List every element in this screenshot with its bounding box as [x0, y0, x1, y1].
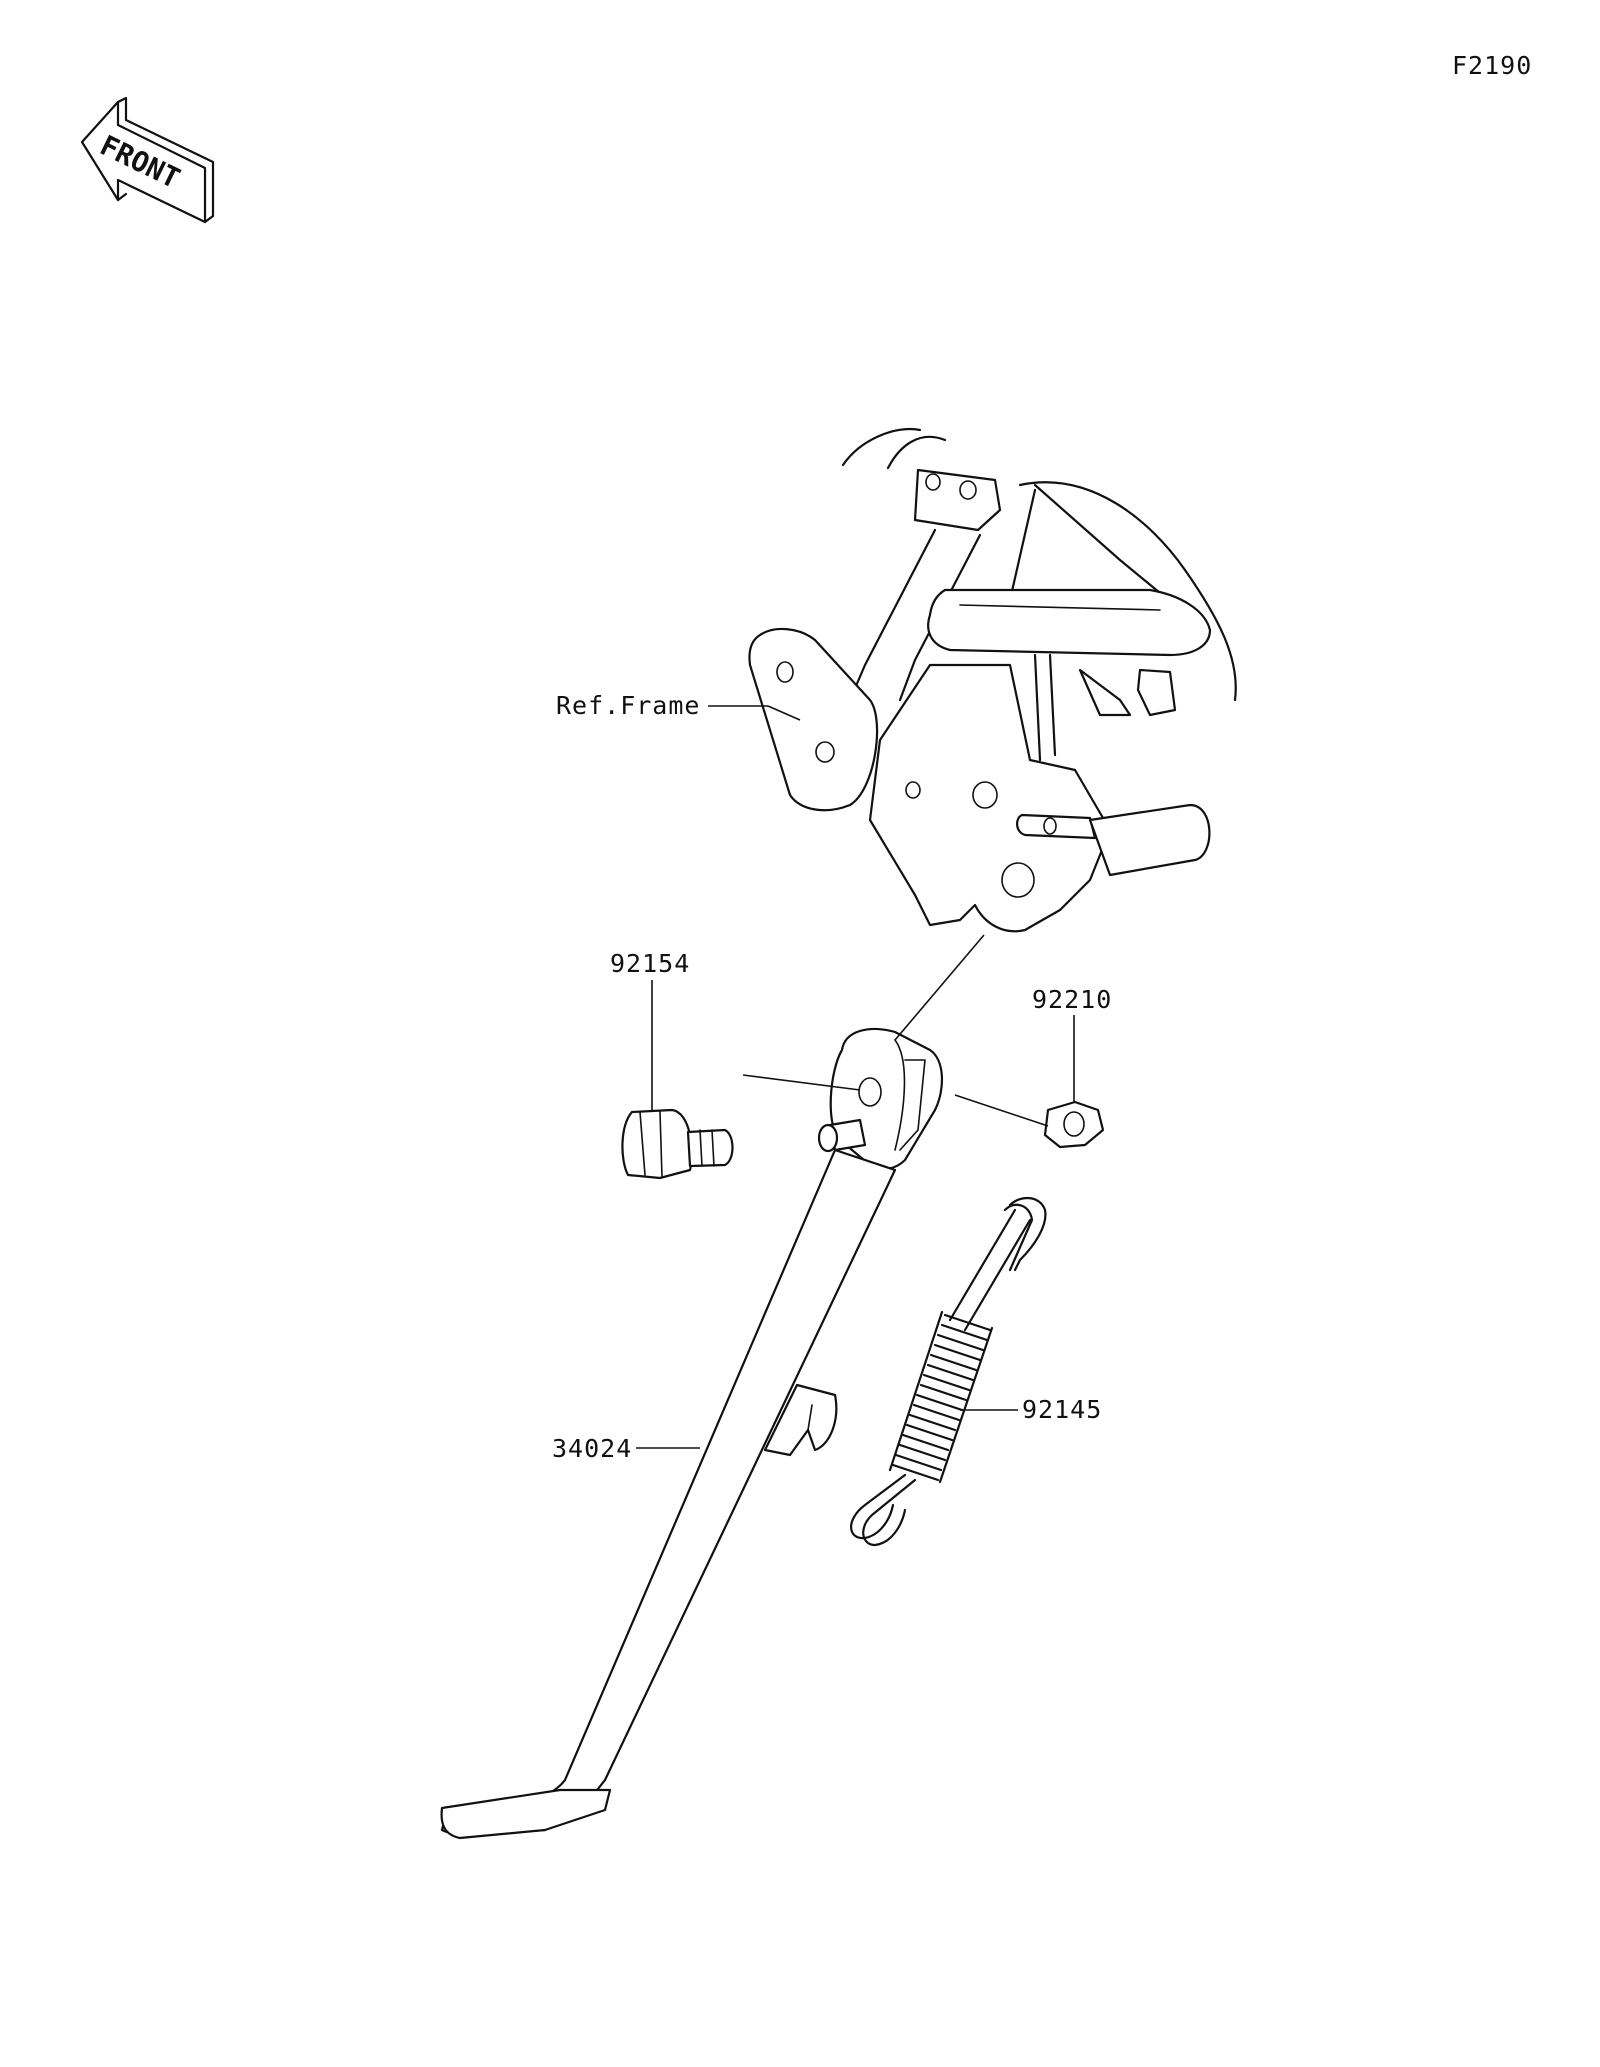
nut-drawing: [1043, 1100, 1105, 1149]
spring-drawing: [850, 1197, 1047, 1547]
part-number-nut: 92210: [1032, 985, 1112, 1014]
part-number-bolt: 92154: [610, 949, 690, 978]
leader-lines: [636, 705, 1075, 1449]
part-number-side-stand: 34024: [552, 1434, 632, 1463]
figure-code: F2190: [1452, 51, 1532, 80]
part-number-spring: 92145: [1022, 1395, 1102, 1424]
bolt-drawing: [621, 1108, 734, 1180]
frame-drawing: [748, 427, 1237, 933]
front-arrow-icon: FRONT: [80, 96, 215, 224]
side-stand-drawing: [440, 1028, 944, 1840]
ref-frame-label: Ref.Frame: [556, 691, 700, 720]
